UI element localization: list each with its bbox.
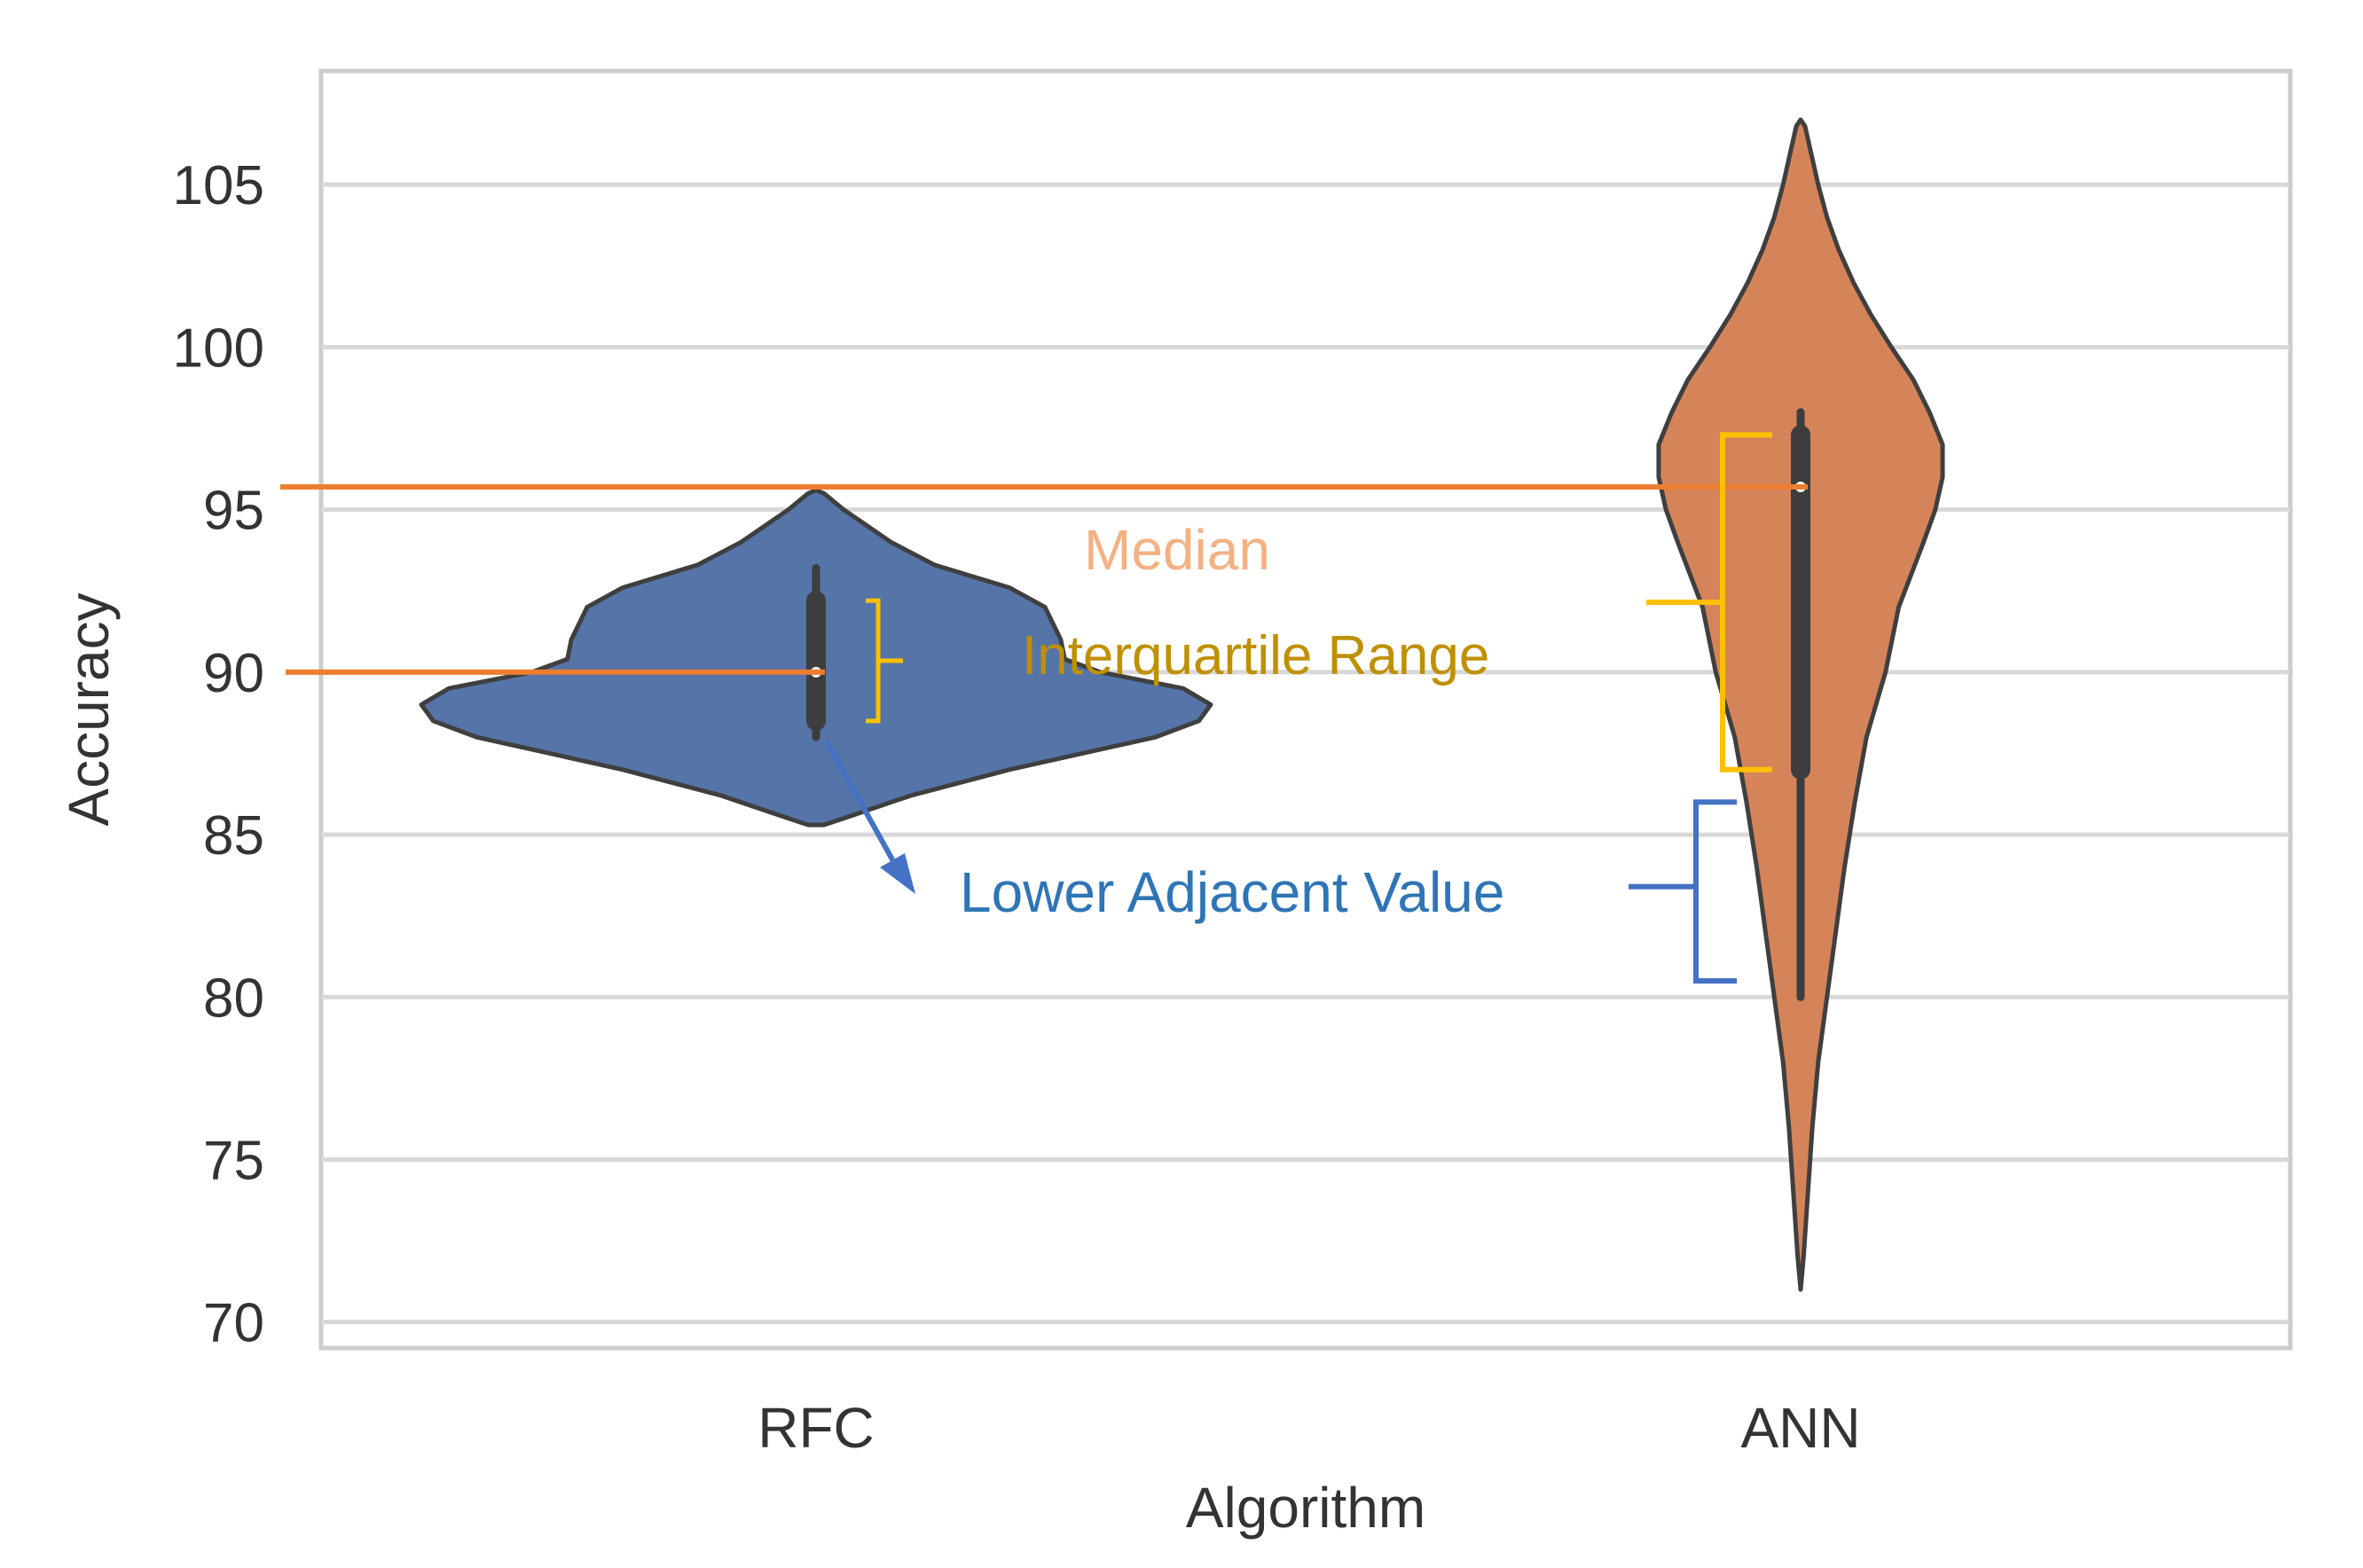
y-tick-label-70: 70 [203, 1293, 264, 1354]
lav-arrow-shaft [824, 740, 900, 871]
y-tick-labels: 70 75 80 85 90 95 100 105 [173, 155, 264, 1353]
lav-annotation: Lower Adjacent Value [960, 860, 1504, 924]
y-tick-label-75: 75 [203, 1130, 264, 1191]
x-tick-label-ann: ANN [1740, 1396, 1860, 1460]
iqr-annotation: Interquartile Range [1022, 625, 1489, 686]
y-tick-label-100: 100 [173, 318, 264, 379]
iqr-bracket-rfc [866, 598, 903, 724]
y-tick-label-105: 105 [173, 155, 264, 216]
y-axis-label: Accuracy [57, 592, 121, 826]
y-tick-label-90: 90 [203, 643, 264, 704]
lav-arrow-head [880, 853, 915, 894]
x-axis-label: Algorithm [1186, 1476, 1425, 1540]
y-tick-label-80: 80 [203, 968, 264, 1029]
lav-bracket-ann [1629, 799, 1737, 984]
iqr-bracket-ann [1646, 432, 1772, 772]
y-tick-label-85: 85 [203, 805, 264, 866]
x-tick-label-rfc: RFC [758, 1396, 875, 1460]
violins [419, 117, 1945, 1292]
x-tick-labels: RFC ANN [758, 1396, 1860, 1460]
y-tick-label-95: 95 [203, 481, 264, 542]
median-annotation: Median [1084, 518, 1270, 582]
